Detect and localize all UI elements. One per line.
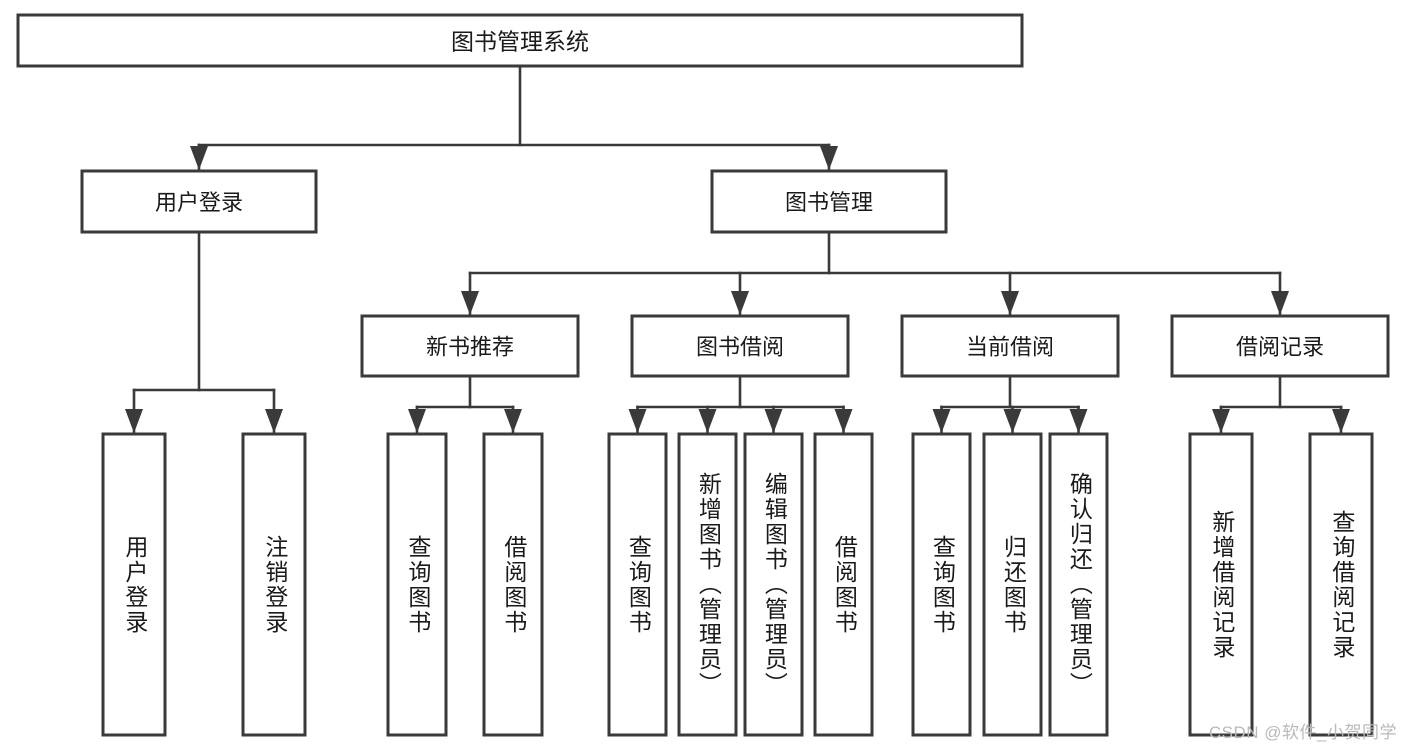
leaf-node-box-9[interactable] — [911, 432, 972, 737]
leaf-node-box-5[interactable] — [607, 432, 668, 737]
level2-node-label-1: 用户登录 — [155, 190, 243, 215]
arrow-head-icon — [1003, 409, 1022, 433]
leaf-node-box-10[interactable] — [982, 432, 1043, 737]
level2-node-box-2[interactable] — [710, 169, 948, 234]
box-layer — [16, 13, 1390, 737]
level3-node-box-4[interactable] — [1170, 314, 1390, 378]
arrow-head-icon — [1332, 409, 1350, 433]
arrow-head-icon — [125, 409, 143, 433]
leaf-node-box-11[interactable] — [1048, 432, 1109, 737]
level2-node-label-2: 图书管理 — [785, 190, 873, 215]
arrow-head-icon — [408, 409, 426, 433]
root-node-box[interactable] — [16, 13, 1024, 68]
arrow-head-icon — [834, 409, 853, 433]
level3-node-label-4: 借阅记录 — [1236, 335, 1324, 360]
leaf-node-box-6[interactable] — [677, 432, 738, 737]
leaf-node-box-7[interactable] — [743, 432, 804, 737]
csdn-watermark: CSDN @软件_小贺同学 — [1208, 723, 1397, 742]
arrow-head-icon — [190, 146, 208, 170]
connector-layer — [125, 64, 1350, 434]
level2-node-box-1[interactable] — [80, 169, 318, 234]
arrow-head-icon — [932, 409, 951, 433]
arrow-head-icon — [628, 409, 647, 433]
level3-node-label-3: 当前借阅 — [966, 335, 1054, 360]
arrow-head-icon — [764, 409, 783, 433]
arrow-head-icon — [1001, 291, 1019, 315]
arrow-head-icon — [820, 146, 838, 170]
leaf-node-box-12[interactable] — [1188, 432, 1254, 737]
leaf-node-box-3[interactable] — [386, 432, 448, 737]
arrow-head-icon — [265, 409, 283, 433]
arrow-head-icon — [1271, 291, 1289, 315]
level3-node-box-2[interactable] — [630, 314, 850, 378]
arrow-head-icon — [461, 291, 479, 315]
leaf-node-box-4[interactable] — [482, 432, 544, 737]
arrow-head-icon — [1069, 409, 1088, 433]
leaf-node-box-2[interactable] — [241, 432, 307, 737]
level3-node-label-2: 图书借阅 — [696, 335, 784, 360]
level3-node-box-3[interactable] — [900, 314, 1120, 378]
leaf-node-box-1[interactable] — [101, 432, 167, 737]
level3-node-label-1: 新书推荐 — [426, 335, 514, 360]
leaf-node-box-13[interactable] — [1308, 432, 1374, 737]
root-node-label: 图书管理系统 — [451, 29, 589, 55]
arrow-head-icon — [731, 291, 749, 315]
arrow-head-icon — [698, 409, 717, 433]
leaf-node-box-8[interactable] — [813, 432, 874, 737]
arrow-head-icon — [504, 409, 522, 433]
arrow-head-icon — [1212, 409, 1230, 433]
level3-node-box-1[interactable] — [360, 314, 580, 378]
